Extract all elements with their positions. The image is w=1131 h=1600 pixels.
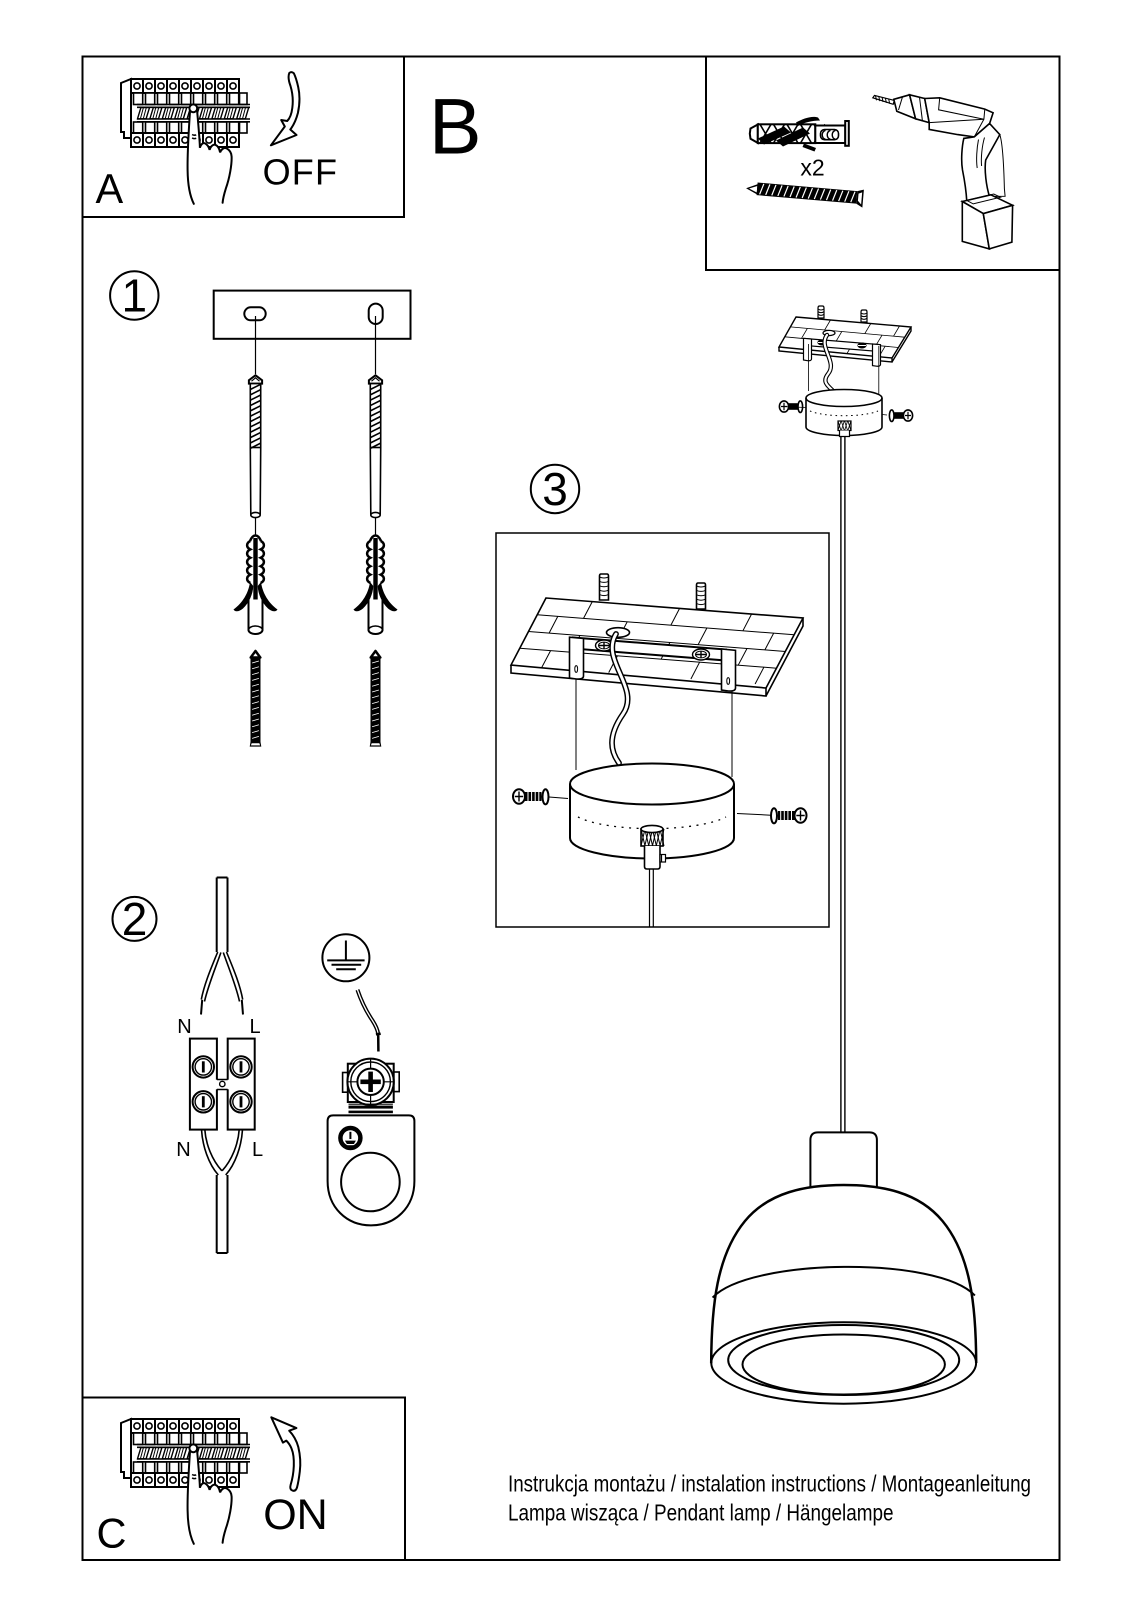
svg-text:3: 3 (542, 463, 568, 515)
svg-text:N: N (176, 1139, 190, 1161)
svg-text:Lampa wisząca / Pendant lamp /: Lampa wisząca / Pendant lamp / Hängelamp… (508, 1499, 894, 1525)
svg-text:C: C (97, 1509, 127, 1556)
svg-text:L: L (252, 1139, 263, 1161)
svg-text:L: L (249, 1016, 260, 1038)
svg-text:N: N (177, 1016, 191, 1038)
svg-text:x2: x2 (800, 154, 824, 180)
svg-text:OFF: OFF (263, 152, 339, 193)
svg-text:Instrukcja montażu / instalati: Instrukcja montażu / instalation instruc… (508, 1471, 1031, 1497)
svg-text:ON: ON (263, 1491, 328, 1539)
svg-text:1: 1 (122, 270, 148, 322)
svg-text:A: A (96, 165, 124, 212)
svg-text:B: B (429, 82, 482, 171)
svg-text:2: 2 (122, 893, 148, 945)
